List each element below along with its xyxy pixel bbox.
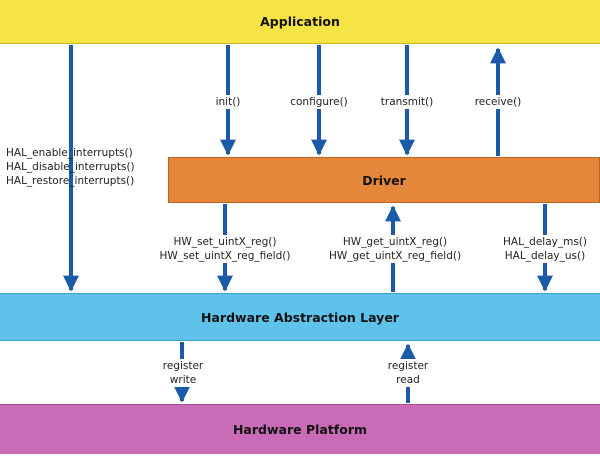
hw-get-reg-text: HW_get_uintX_reg() bbox=[342, 236, 448, 248]
hal-delay-ms-text: HAL_delay_ms() bbox=[502, 236, 588, 248]
hal-enable-interrupts-text: HAL_enable_interrupts() bbox=[6, 147, 133, 159]
hw-set-reg-text: HW_set_uintX_reg() bbox=[173, 236, 277, 248]
hal-label: Hardware Abstraction Layer bbox=[201, 309, 399, 325]
hw-set-reg-field-text: HW_set_uintX_reg_field() bbox=[159, 250, 291, 262]
hal-delay-label: HAL_delay_ms() HAL_delay_us() bbox=[501, 235, 589, 263]
register-write-line1: register bbox=[162, 360, 204, 372]
hal-disable-interrupts-text: HAL_disable_interrupts() bbox=[6, 161, 135, 173]
receive-label: receive() bbox=[473, 95, 523, 109]
hardware-platform-layer: Hardware Platform bbox=[0, 404, 600, 454]
hal-layer: Hardware Abstraction Layer bbox=[0, 293, 600, 341]
hardware-platform-label: Hardware Platform bbox=[232, 422, 368, 437]
register-read-label: register read bbox=[386, 359, 430, 387]
register-write-line2: write bbox=[169, 374, 197, 386]
application-layer: Application bbox=[0, 0, 600, 44]
application-label: Application bbox=[260, 14, 340, 29]
configure-label: configure() bbox=[289, 95, 349, 109]
hw-set-label: HW_set_uintX_reg() HW_set_uintX_reg_fiel… bbox=[158, 235, 292, 263]
register-write-label: register write bbox=[161, 359, 205, 387]
hal-interrupts-label: HAL_enable_interrupts() HAL_disable_inte… bbox=[5, 146, 136, 188]
hw-get-reg-field-text: HW_get_uintX_reg_field() bbox=[328, 250, 462, 262]
transmit-label: transmit() bbox=[379, 95, 435, 109]
driver-layer: Driver bbox=[168, 157, 600, 203]
register-read-line2: read bbox=[396, 374, 420, 386]
hal-restore-interrupts-text: HAL_restore_interrupts() bbox=[6, 175, 135, 187]
hw-get-label: HW_get_uintX_reg() HW_get_uintX_reg_fiel… bbox=[327, 235, 463, 263]
register-read-line1: register bbox=[387, 360, 429, 372]
hal-delay-us-text: HAL_delay_us() bbox=[504, 250, 586, 262]
init-label: init() bbox=[214, 95, 242, 109]
driver-label: Driver bbox=[362, 172, 406, 188]
